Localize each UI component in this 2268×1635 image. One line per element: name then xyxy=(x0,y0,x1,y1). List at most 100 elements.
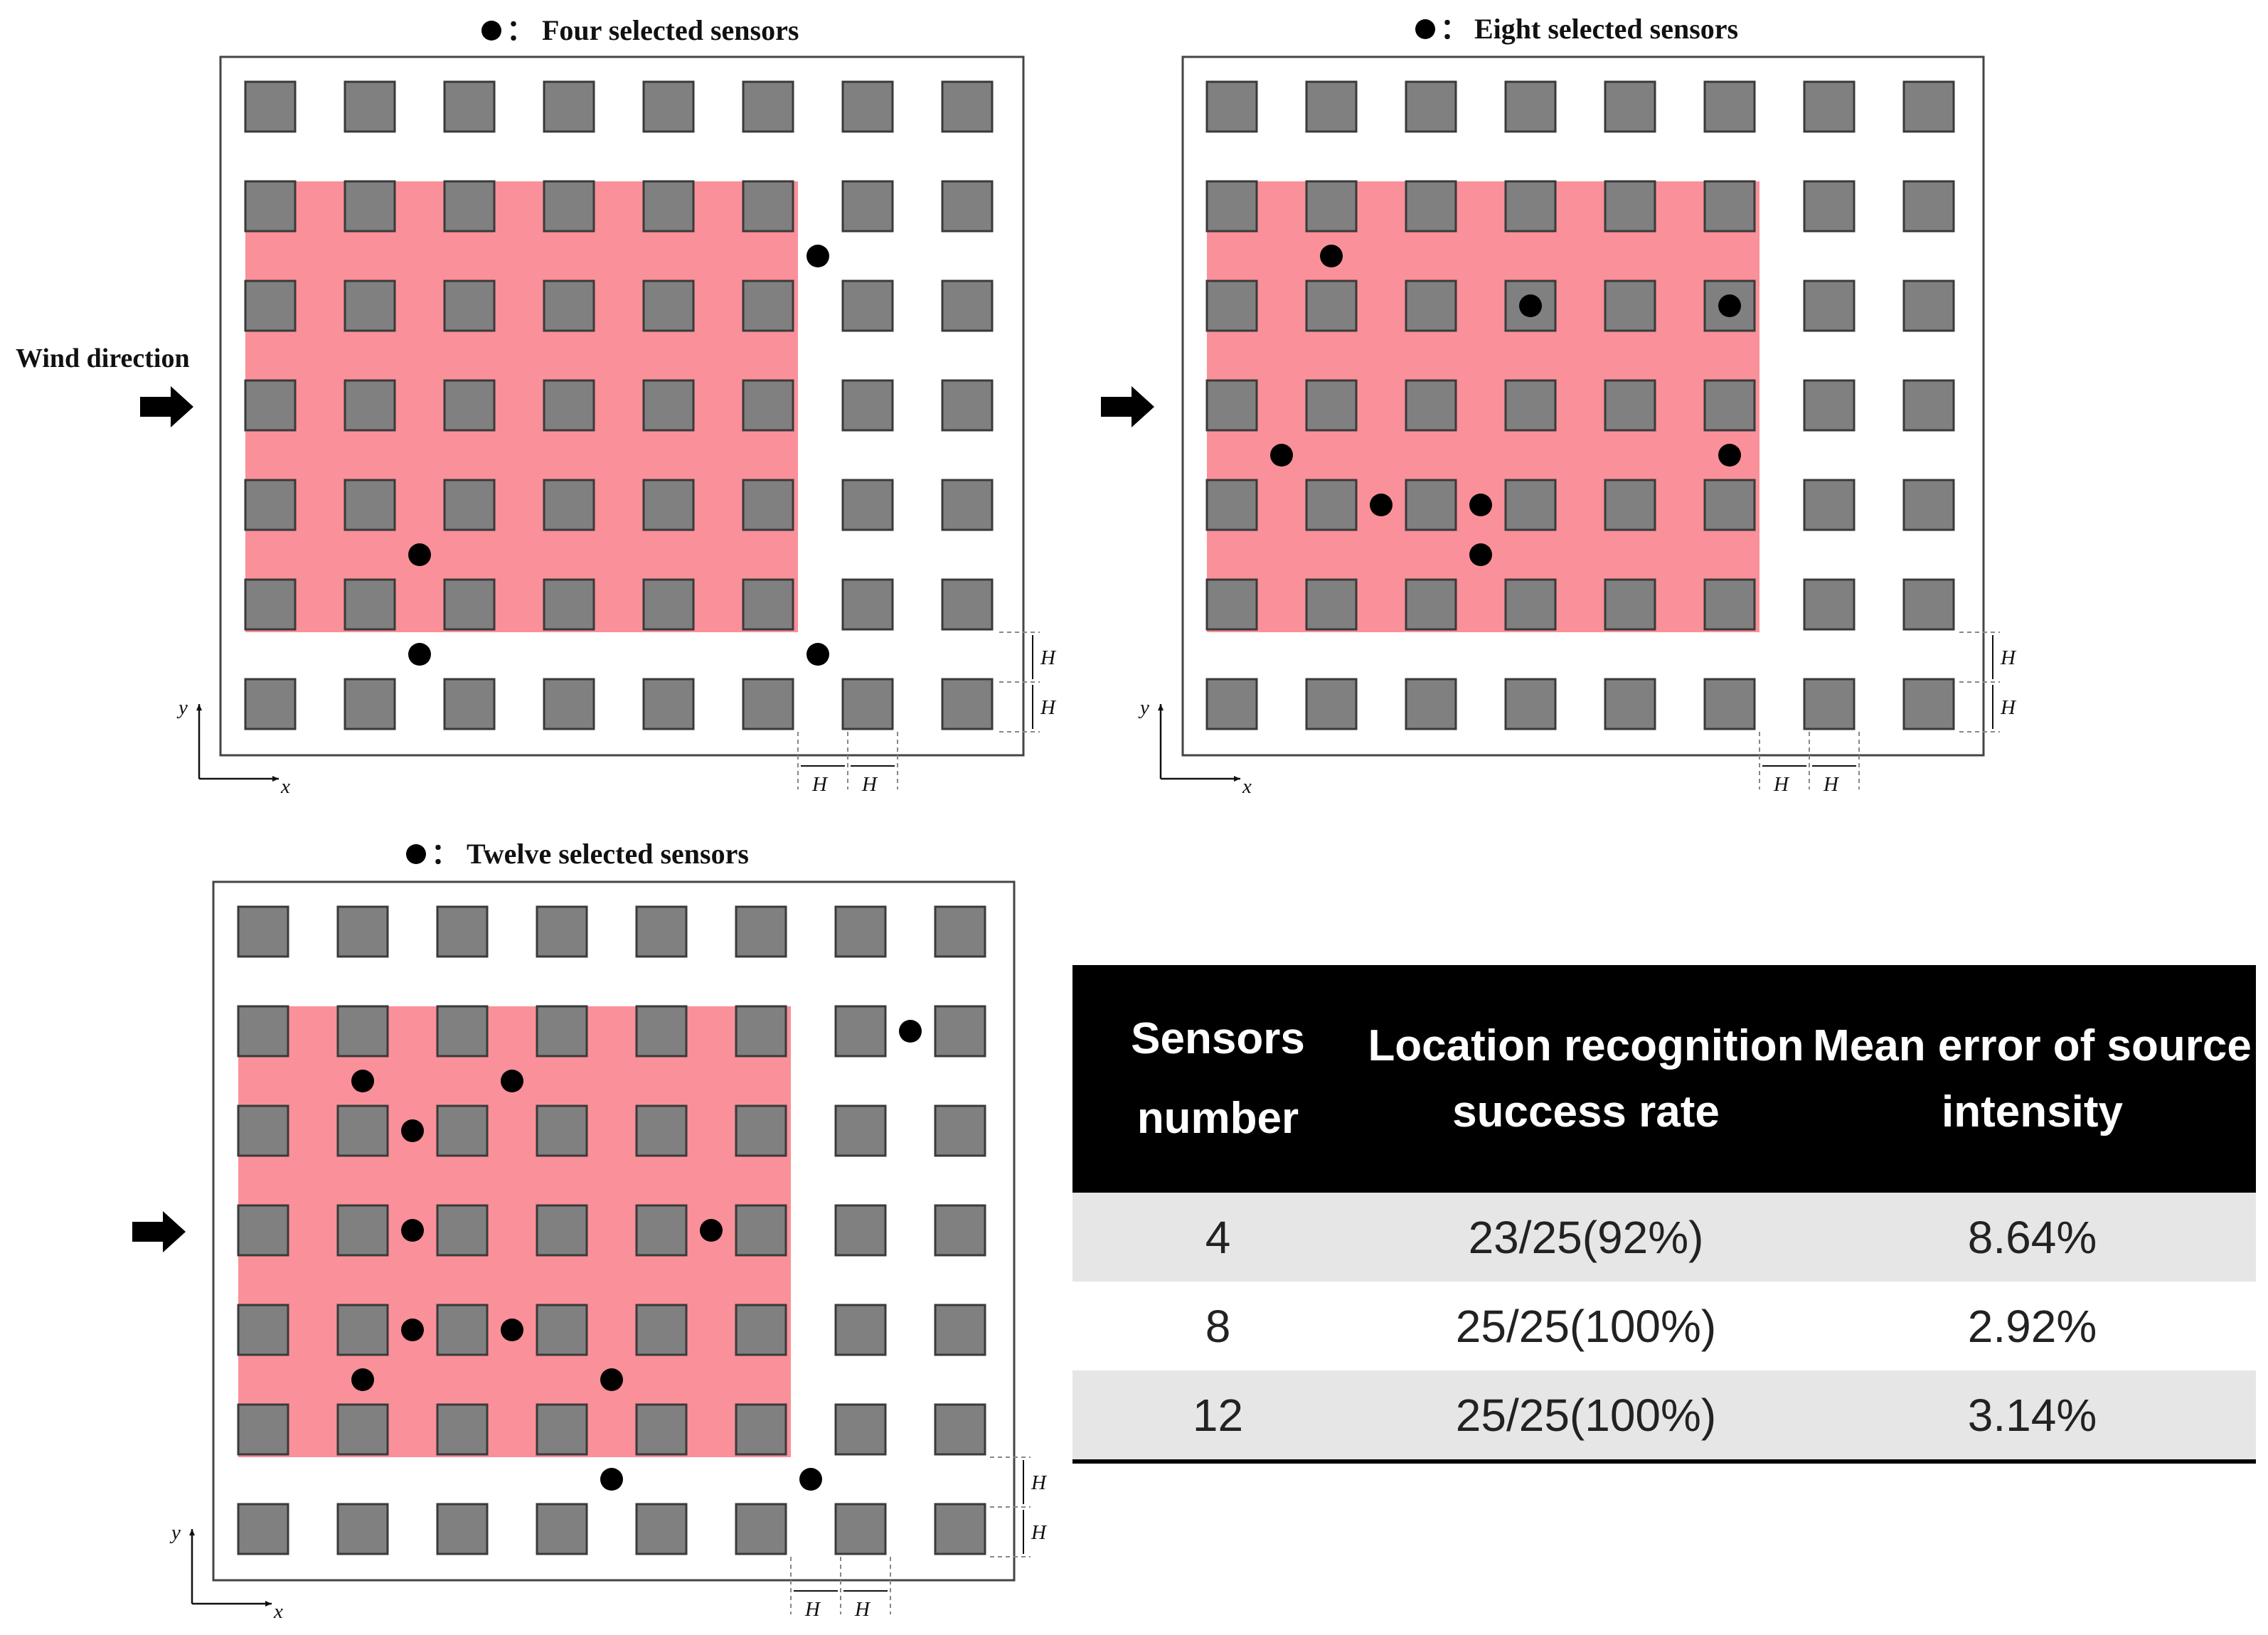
building-block xyxy=(1205,578,1258,631)
building-block xyxy=(336,1005,389,1058)
building-block xyxy=(934,1304,986,1356)
cell-error: 2.92% xyxy=(1967,1300,2097,1352)
header-sensors-number: Sensors number xyxy=(1072,965,1363,1193)
building-block xyxy=(1803,80,1856,133)
table-row: 12 25/25(100%) 3.14% xyxy=(1072,1370,2256,1459)
building-block xyxy=(642,578,695,631)
building-block xyxy=(934,1403,986,1456)
building-block xyxy=(735,905,787,958)
building-block xyxy=(834,1005,887,1058)
building-block xyxy=(642,479,695,531)
building-block xyxy=(1902,479,1955,531)
building-block xyxy=(1604,279,1656,332)
building-block xyxy=(1703,379,1756,432)
building-block xyxy=(336,905,389,958)
building-block xyxy=(834,1204,887,1257)
building-block xyxy=(336,1304,389,1356)
building-block xyxy=(443,279,496,332)
building-block xyxy=(1803,379,1856,432)
building-block xyxy=(1405,379,1457,432)
building-block xyxy=(436,1503,489,1555)
building-block xyxy=(941,678,994,730)
building-block xyxy=(841,379,894,432)
building-block xyxy=(237,1005,289,1058)
building-block xyxy=(1305,80,1358,133)
building-block xyxy=(543,180,595,233)
cell-sensors: 8 xyxy=(1205,1300,1231,1352)
building-block xyxy=(735,1005,787,1058)
building-block xyxy=(941,180,994,233)
building-block xyxy=(1604,678,1656,730)
building-block xyxy=(1902,678,1955,730)
building-block xyxy=(1803,180,1856,233)
building-block xyxy=(344,578,396,631)
building-block xyxy=(344,678,396,730)
building-block xyxy=(436,1104,489,1157)
building-block xyxy=(244,479,297,531)
dim-label-h: H xyxy=(854,1598,871,1621)
building-block xyxy=(536,905,588,958)
dimension-arrows xyxy=(794,1460,1024,1592)
building-block xyxy=(834,1304,887,1356)
building-block xyxy=(1604,578,1656,631)
caption-text: Twelve selected sensors xyxy=(467,838,749,870)
building-block xyxy=(344,379,396,432)
building-grid xyxy=(237,905,986,1555)
building-block xyxy=(742,80,794,133)
building-block xyxy=(941,479,994,531)
building-block xyxy=(735,1503,787,1555)
building-block xyxy=(934,1104,986,1157)
building-block xyxy=(635,1304,688,1356)
building-block xyxy=(543,279,595,332)
caption-text: Four selected sensors xyxy=(542,14,799,46)
table-header: Sensors number Location recognition succ… xyxy=(1072,965,2256,1193)
sensor-dot xyxy=(408,643,431,666)
cell-error: 3.14% xyxy=(1967,1389,2097,1441)
building-block xyxy=(742,180,794,233)
dim-label-h: H xyxy=(1031,1521,1048,1544)
building-block xyxy=(1902,279,1955,332)
building-block xyxy=(443,578,496,631)
building-block xyxy=(1405,479,1457,531)
building-block xyxy=(742,578,794,631)
building-block xyxy=(1902,180,1955,233)
building-block xyxy=(1703,80,1756,133)
building-block xyxy=(1504,578,1557,631)
building-block xyxy=(1405,80,1457,133)
sensor-dot xyxy=(1270,444,1293,467)
sensor-dot xyxy=(351,1368,374,1391)
building-block xyxy=(436,1403,489,1456)
building-block xyxy=(1504,678,1557,730)
building-block xyxy=(1803,578,1856,631)
building-block xyxy=(237,1204,289,1257)
dimension-marks xyxy=(790,1456,1031,1614)
building-block xyxy=(336,1204,389,1257)
building-block xyxy=(344,180,396,233)
panel-caption: ： Four selected sensors xyxy=(481,14,799,46)
dim-label-h: H xyxy=(861,773,878,796)
building-block xyxy=(1703,479,1756,531)
building-block xyxy=(841,479,894,531)
building-block xyxy=(336,1104,389,1157)
sensor-legend-dot xyxy=(481,21,501,41)
building-block xyxy=(1803,678,1856,730)
panel-caption: ： Twelve selected sensors xyxy=(406,838,749,870)
building-block xyxy=(543,479,595,531)
sensor-dot xyxy=(806,245,829,267)
sensor-dot xyxy=(401,1319,424,1341)
axis-x-label: x xyxy=(1242,775,1252,798)
building-block xyxy=(443,80,496,133)
sensor-dot xyxy=(700,1219,723,1242)
domain-boundary xyxy=(212,880,1016,1582)
building-block xyxy=(237,1403,289,1456)
building-block xyxy=(1305,180,1358,233)
sensor-dot xyxy=(806,643,829,666)
sensor-dot xyxy=(1320,245,1343,267)
building-block xyxy=(1604,80,1656,133)
building-block xyxy=(1405,678,1457,730)
building-block xyxy=(543,379,595,432)
caption-separator: ： xyxy=(431,838,459,870)
sensor-legend-dot xyxy=(1415,19,1435,39)
building-block xyxy=(436,1005,489,1058)
